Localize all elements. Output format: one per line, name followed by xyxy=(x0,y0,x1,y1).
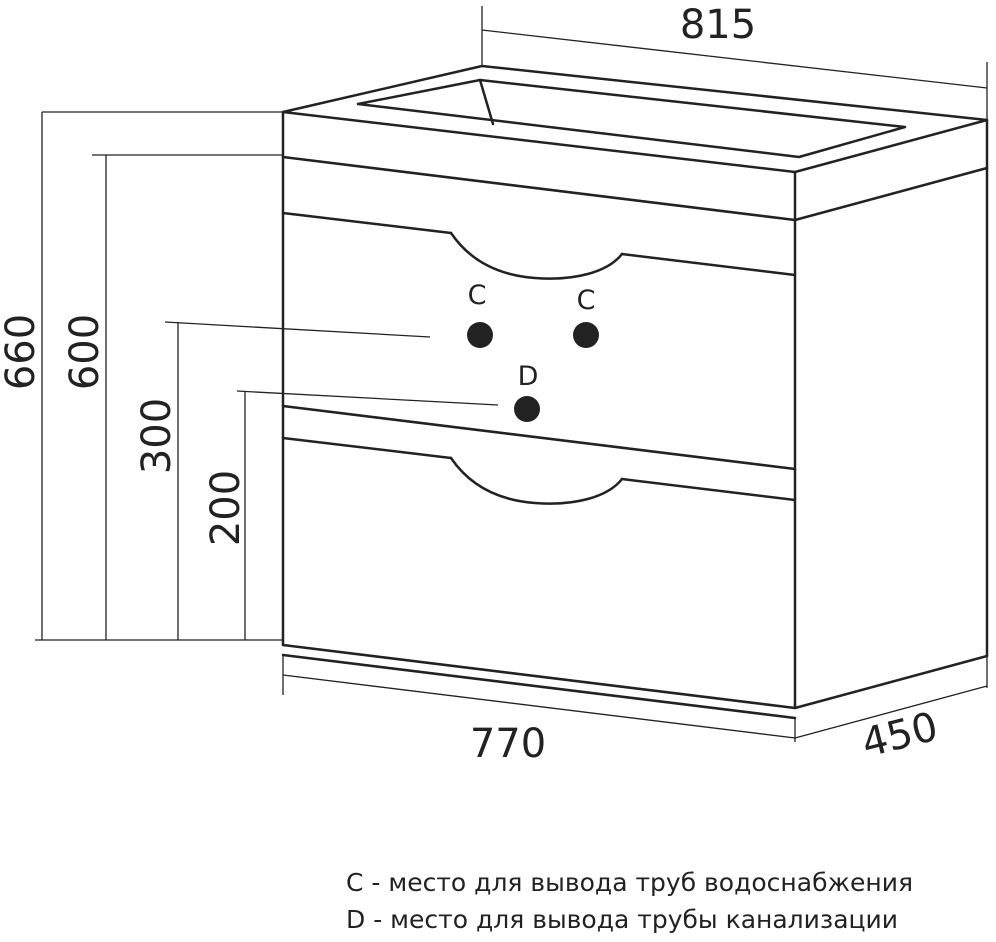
lower-drawer xyxy=(281,436,797,505)
dimension-lines-top-width xyxy=(481,6,988,120)
marker-c-right: C xyxy=(577,285,596,316)
dimension-bottom-width: 770 xyxy=(470,721,546,767)
dimension-lines-300 xyxy=(164,321,431,640)
dimension-lines-200 xyxy=(236,390,499,640)
marker-d: D xyxy=(518,361,539,392)
dimension-d-height: 200 xyxy=(203,470,249,546)
dimension-cabinet-height: 600 xyxy=(62,314,108,390)
basin-bowl xyxy=(356,78,907,159)
water-outlet-left-point xyxy=(467,322,493,348)
marker-c-left: C xyxy=(468,280,487,311)
dimension-lines-600 xyxy=(92,154,283,640)
drain-outlet-point xyxy=(514,396,540,422)
dimension-depth: 450 xyxy=(857,704,942,767)
legend-water-supply: C - место для вывода труб водоснабжения xyxy=(346,868,914,897)
water-outlet-right-point xyxy=(573,322,599,348)
dimension-lines-depth xyxy=(794,656,988,739)
countertop xyxy=(281,64,989,222)
dimension-c-height: 300 xyxy=(134,398,180,474)
dimension-lines-660 xyxy=(35,111,283,641)
cabinet-body xyxy=(281,155,989,720)
dimension-total-height: 660 xyxy=(0,314,44,390)
upper-drawer xyxy=(281,211,797,471)
legend-sewer-drain: D - место для вывода трубы канализации xyxy=(346,905,899,934)
dimension-top-width: 815 xyxy=(680,2,756,48)
